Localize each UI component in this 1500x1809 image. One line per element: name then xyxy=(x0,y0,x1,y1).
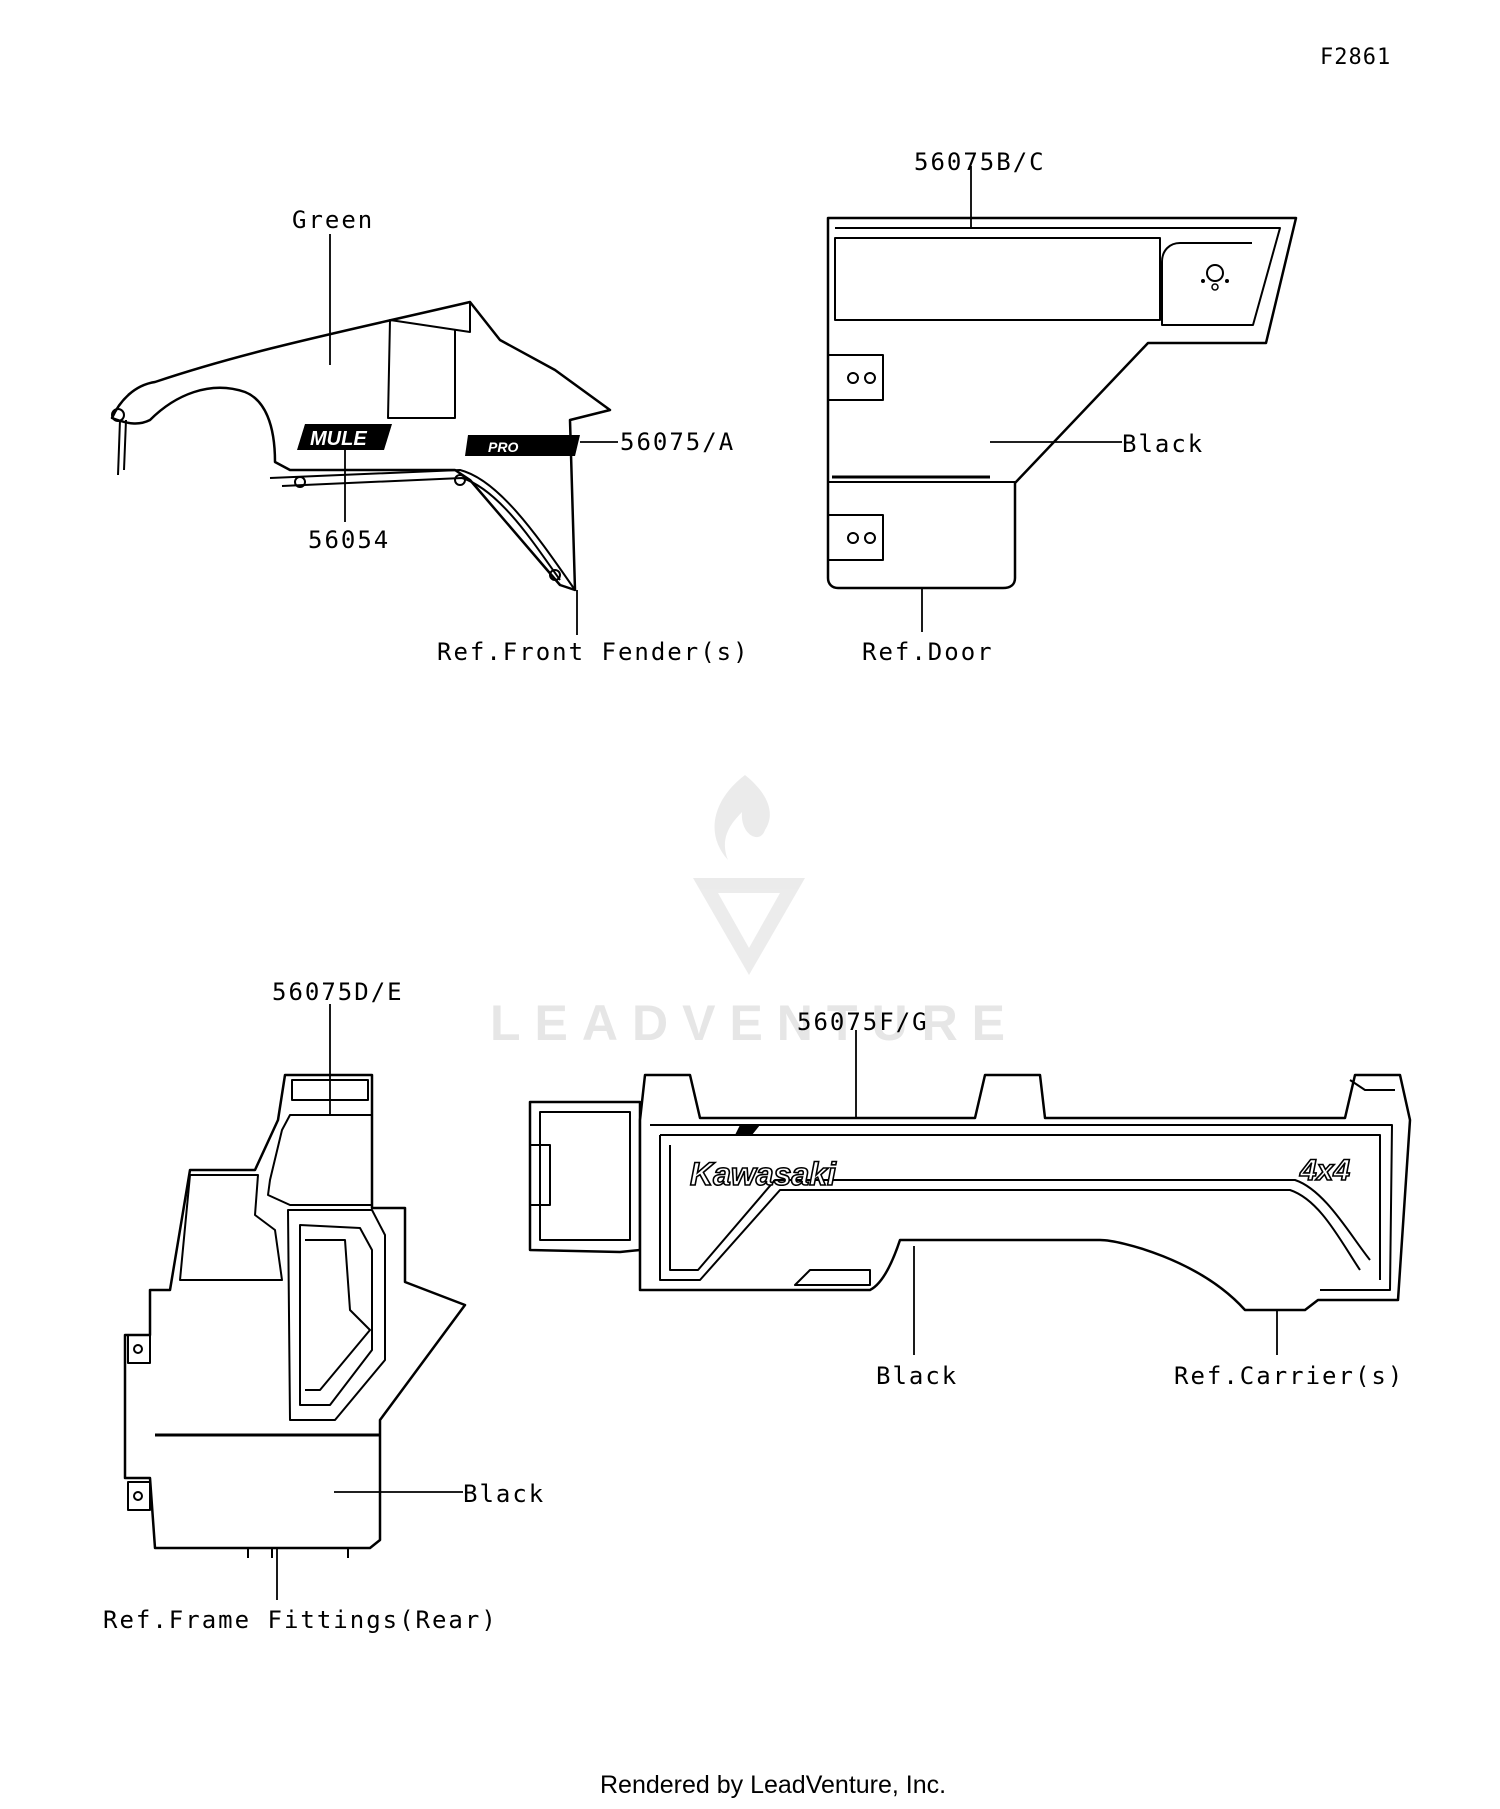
label-56075bc: 56075B/C xyxy=(914,148,1046,176)
carrier-upper-rail xyxy=(650,1124,1393,1291)
pro-emblem-decal: PRO xyxy=(465,435,580,456)
svg-text:MULE: MULE xyxy=(310,428,367,450)
door-hinge-lower xyxy=(827,514,884,561)
fender-clip-icon xyxy=(454,474,466,486)
label-ref-frame: Ref.Frame Fittings(Rear) xyxy=(103,1606,498,1634)
label-carrier-black: Black xyxy=(876,1362,958,1390)
carrier-side-panel xyxy=(528,1100,642,1254)
frame-feet xyxy=(247,1548,349,1558)
watermark-logo xyxy=(693,775,805,975)
footer-credit: Rendered by LeadVenture, Inc. xyxy=(600,1771,946,1799)
figure-id: F2861 xyxy=(1320,45,1391,70)
fender-panel-recess xyxy=(387,302,471,419)
carrier-notch xyxy=(794,1269,871,1286)
carrier-post-detail xyxy=(1349,1079,1395,1091)
frame-bolt-icon xyxy=(133,1491,143,1501)
door-window-frame xyxy=(835,227,1281,326)
hinge-bolt-icon xyxy=(847,532,859,544)
frame-bolt-icon xyxy=(133,1344,143,1354)
frame-upper-panel xyxy=(267,1114,373,1206)
watermark-text: LEADVENTURE xyxy=(490,995,1019,1051)
hinge-bolt-icon xyxy=(847,372,859,384)
fender-mount-pin xyxy=(117,419,127,476)
label-56075fg: 56075F/G xyxy=(797,1008,929,1036)
fender-clip-icon xyxy=(549,569,561,581)
carrier-accent xyxy=(735,1125,760,1135)
frame-tab-upper xyxy=(127,1334,151,1364)
door-hinge-upper xyxy=(827,354,884,401)
mule-decal: MULE xyxy=(297,424,392,450)
4x4-badge: 4x4 xyxy=(1299,1154,1350,1187)
label-door-black: Black xyxy=(1122,430,1204,458)
label-ref-door: Ref.Door xyxy=(862,638,994,666)
carrier-side-latch xyxy=(530,1144,551,1206)
carrier-group: Kawasaki 4x4 56075F/G Black Ref.Carrier(… xyxy=(528,1008,1412,1390)
fender-lower-edge xyxy=(269,469,576,591)
carrier-stripe-outer xyxy=(659,1135,1361,1281)
rear-frame-group: 56075D/E Black Ref.Frame Fittings(Rear) xyxy=(103,978,545,1634)
frame-cutout-detail xyxy=(305,1239,371,1391)
label-frame-black: Black xyxy=(463,1480,545,1508)
fender-clip-icon xyxy=(294,476,306,488)
label-ref-carrier: Ref.Carrier(s) xyxy=(1174,1362,1404,1390)
rear-frame-part xyxy=(123,1073,467,1550)
carrier-stripe-inner xyxy=(669,1145,1371,1271)
frame-tab-lower xyxy=(127,1481,151,1511)
carrier-side-inner xyxy=(539,1111,631,1241)
door-part xyxy=(826,216,1298,590)
frame-cutout xyxy=(287,1209,386,1421)
label-green: Green xyxy=(292,206,374,234)
label-56075a: 56075/A xyxy=(620,428,735,456)
label-ref-front-fender: Ref.Front Fender(s) xyxy=(437,638,750,666)
carrier-part xyxy=(638,1073,1412,1312)
svg-text:PRO: PRO xyxy=(488,439,518,455)
carrier-upper-rail-inner xyxy=(660,1134,1381,1280)
door-group: 56075B/C Black Ref.Door xyxy=(826,148,1298,666)
frame-top-ridge xyxy=(291,1079,369,1101)
label-56075de: 56075D/E xyxy=(272,978,404,1006)
door-window-opening xyxy=(834,237,1161,321)
frame-left-panel xyxy=(179,1174,283,1281)
hinge-bolt-icon xyxy=(864,372,876,384)
kawasaki-logo: Kawasaki xyxy=(690,1156,837,1192)
hinge-bolt-icon xyxy=(864,532,876,544)
fender-bolt-icon xyxy=(111,408,125,422)
fender-lower-edge-inner xyxy=(281,477,561,581)
door-latch-icon xyxy=(1201,264,1229,291)
label-56054: 56054 xyxy=(308,526,390,554)
front-fender-group: MULE PRO Green 56075/A 56054 Ref.Front F… xyxy=(110,206,750,666)
frame-cutout-inner xyxy=(299,1224,373,1406)
